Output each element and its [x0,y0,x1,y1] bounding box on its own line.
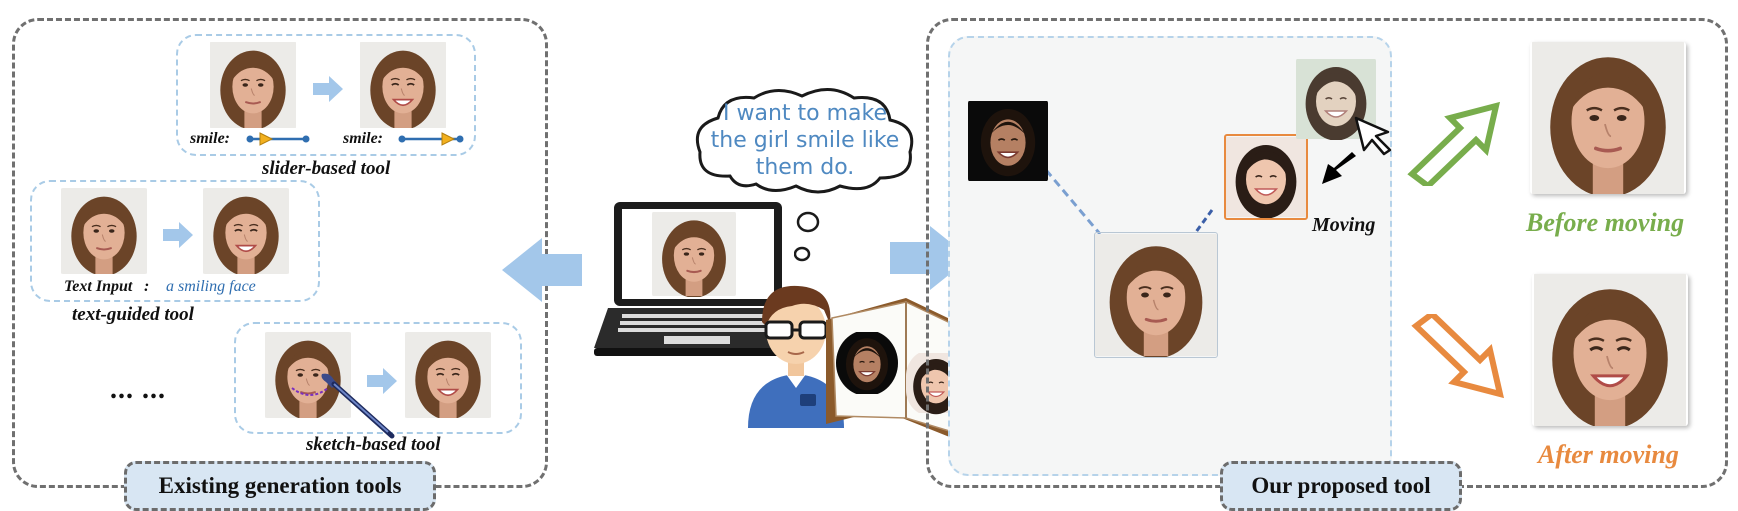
album-photo-dark-woman [836,330,898,396]
face-neutral-slider-before [208,42,298,128]
sketch-tool-caption: sketch-based tool [306,434,441,455]
sketch-tool-box [234,322,522,434]
slider-label-after: smile: [343,130,383,147]
cursor-pointer-icon [1354,116,1392,156]
before-moving-label: Before moving [1526,208,1685,237]
result-face-before [1530,42,1686,194]
text-tool-caption: text-guided tool [72,304,194,325]
blue-arrow-right-icon [163,222,193,248]
blue-arrow-right-icon [313,76,343,102]
text-tool-box [30,180,320,302]
connection-lines [1044,169,1214,235]
face-smile-text-after [202,188,290,274]
after-moving-label: After moving [1538,440,1679,469]
user-avatar-icon [748,285,844,428]
slider-control-before[interactable] [246,132,310,146]
text-input-label: Text Input [64,278,133,295]
slider-tool-caption: slider-based tool [262,158,391,179]
existing-tools-title: Existing generation tools [124,461,436,511]
thought-bubble-small-icon [794,211,820,262]
moving-label: Moving [1312,214,1376,236]
move-direction-arrow-icon [1322,152,1356,184]
face-neutral-text-before [60,188,148,274]
big-arrow-left-icon [502,238,582,302]
text-input-colon: : [144,278,150,295]
slider-tool-box [176,34,476,156]
result-face-after [1532,274,1688,426]
blue-arrow-right-icon [367,368,397,394]
slider-label-before: smile: [190,130,230,147]
slider-control-after[interactable] [398,132,464,146]
thought-text: I want to make the girl smile like them … [710,101,900,180]
target-face-center[interactable] [1094,232,1218,358]
face-smile-slider-after [358,42,448,128]
green-arrow-up-right-icon [1407,101,1501,186]
orange-arrow-down-right-icon [1411,314,1505,399]
reference-face-moved[interactable] [1224,134,1308,220]
paint-brush-icon [321,373,395,439]
text-input-value[interactable]: a smiling face [166,278,256,295]
face-smile-sketch-after [404,332,492,418]
laptop-screen-face [652,211,736,297]
sketch-stroke-overlay [291,387,329,396]
thought-cloud-icon [695,88,914,194]
reference-face-dark[interactable] [968,100,1048,182]
more-tools-ellipsis: ... ... [110,374,166,405]
proposed-tool-title: Our proposed tool [1220,461,1462,511]
